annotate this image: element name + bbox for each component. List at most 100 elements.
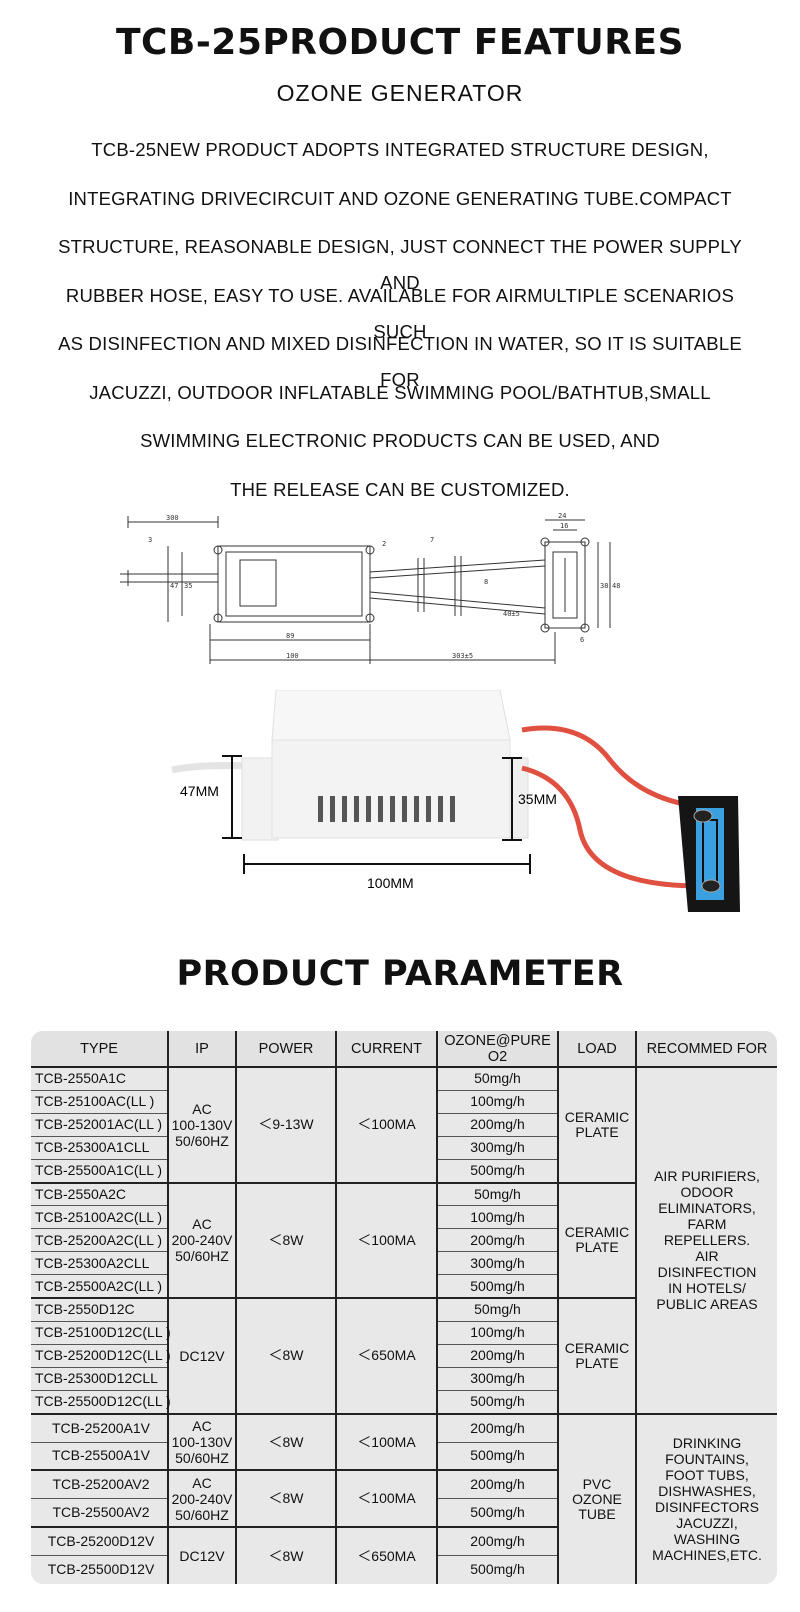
description-line: TCB-25NEW PRODUCT ADOPTS INTEGRATED STRU… [91, 139, 709, 160]
product-description: TCB-25NEW PRODUCT ADOPTS INTEGRATED STRU… [40, 132, 760, 520]
table-row: TCB-25500A1C(LL ) 500mg/h [31, 1159, 777, 1184]
ozone-cell: 200mg/h [437, 1470, 559, 1500]
table-row: TCB-25200D12C(LL )200mg/h [31, 1344, 777, 1368]
dim-label: 303±5 [452, 652, 473, 660]
section-title: PRODUCT PARAMETER [176, 954, 624, 994]
type-cell: TCB-25500A1C(LL ) [31, 1159, 169, 1184]
dim-label: 6 [580, 636, 584, 644]
table-row: TCB-25500A2C(LL )500mg/h [31, 1274, 777, 1300]
current-cell: ＜100MA [336, 1067, 438, 1184]
type-cell: TCB-25300D12CLL [31, 1367, 169, 1392]
ip-cell: DC12V [168, 1527, 237, 1584]
power-cell: ＜8W [236, 1470, 337, 1529]
ozone-cell: 200mg/h [437, 1527, 559, 1556]
ozone-cell: 100mg/h [437, 1090, 559, 1114]
ozone-cell: 500mg/h [437, 1498, 559, 1529]
ozone-cell: 200mg/h [437, 1113, 559, 1137]
table-row: TCB-25200D12V DC12V ＜8W ＜650MA 200mg/h [31, 1527, 777, 1584]
ozone-cell: 50mg/h [437, 1298, 559, 1322]
description-line: AS DISINFECTION AND MIXED DISINFECTION I… [58, 333, 742, 390]
ozone-cell: 300mg/h [437, 1367, 559, 1392]
description-line: JACUZZI, OUTDOOR INFLATABLE SWIMMING POO… [89, 381, 711, 403]
header-power: POWER [236, 1031, 337, 1068]
technical-drawing: 300 24 16 89 100 303±5 40±5 38 48 35 47 … [120, 512, 620, 664]
type-cell: TCB-25500A1V [31, 1442, 169, 1472]
page-title: TCB-25PRODUCT FEATURES [115, 22, 685, 63]
current-cell: ＜650MA [336, 1298, 438, 1415]
current-cell: ＜100MA [336, 1470, 438, 1529]
table-row: TCB-2550D12C DC12V ＜8W ＜650MA 50mg/h CER… [31, 1298, 777, 1415]
dim-label: 47 [170, 582, 178, 590]
type-cell: TCB-252001AC(LL ) [31, 1113, 169, 1137]
ozone-cell: 500mg/h [437, 1274, 559, 1300]
height-label: 47MM [180, 783, 219, 799]
page-subtitle: OZONE GENERATOR [276, 80, 524, 106]
table-row: TCB-252001AC(LL ) 200mg/h [31, 1113, 777, 1137]
table-row: TCB-25100A2C(LL ) 100mg/h [31, 1205, 777, 1230]
ozone-cell: 500mg/h [437, 1442, 559, 1472]
type-cell: TCB-25200AV2 [31, 1470, 169, 1500]
description-line: INTEGRATING DRIVECIRCUIT AND OZONE GENER… [68, 187, 732, 209]
type-cell: TCB-25500D12C(LL ) [31, 1390, 171, 1415]
table-row: TCB-25500D12V 500mg/h [31, 1555, 777, 1584]
ozone-cell: 500mg/h [437, 1159, 559, 1184]
header-ozone: OZONE@PURE O2 [437, 1031, 559, 1068]
type-cell: TCB-2550A1C [31, 1067, 169, 1091]
ozone-cell: 500mg/h [437, 1555, 559, 1584]
table-row: TCB-25500A1V 500mg/h [31, 1442, 777, 1472]
type-cell: TCB-25500D12V [31, 1555, 169, 1584]
depth-label: 35MM [518, 791, 557, 807]
header-recommend: RECOMMED FOR [636, 1031, 777, 1068]
dim-label: 48 [612, 582, 620, 590]
power-cell: ＜8W [236, 1182, 337, 1300]
header-type: TYPE [31, 1031, 169, 1068]
type-cell: TCB-25200A2C(LL ) [31, 1228, 169, 1253]
width-label: 100MM [367, 875, 414, 891]
description-line: RUBBER HOSE, EASY TO USE. AVAILABLE FOR … [65, 284, 735, 342]
description-line: STRUCTURE, REASONABLE DESIGN, JUST CONNE… [58, 236, 742, 293]
table-row: TCB-25100D12C(LL )100mg/h [31, 1321, 777, 1345]
dim-label: 2 [382, 540, 386, 548]
dim-label: 40±5 [503, 610, 520, 618]
ozone-cell: 50mg/h [437, 1182, 559, 1207]
type-cell: TCB-2550A2C [31, 1182, 169, 1207]
ozone-cell: 50mg/h [437, 1067, 559, 1091]
power-cell: ＜8W [236, 1413, 337, 1472]
description-line: THE RELEASE CAN BE CUSTOMIZED. [230, 478, 570, 500]
type-cell: TCB-25300A2CLL [31, 1251, 169, 1276]
product-illustration: 47MM 35MM 100MM [171, 690, 740, 912]
description-line: SWIMMING ELECTRONIC PRODUCTS CAN BE USED… [140, 430, 660, 451]
current-cell: ＜650MA [336, 1527, 438, 1584]
dim-label: 24 [558, 512, 566, 520]
type-cell: TCB-25300A1CLL [31, 1136, 169, 1160]
ozone-cell: 500mg/h [437, 1390, 559, 1415]
type-cell: TCB-2550D12C [31, 1298, 169, 1322]
dim-label: 89 [286, 632, 294, 640]
ozone-cell: 200mg/h [437, 1228, 559, 1253]
ozone-cell: 100mg/h [437, 1321, 559, 1345]
ozone-cell: 200mg/h [437, 1413, 559, 1443]
dim-label: 300 [166, 514, 179, 522]
table-row: TCB-25100AC(LL )100mg/h [31, 1090, 777, 1114]
ozone-cell: 100mg/h [437, 1205, 559, 1230]
type-cell: TCB-25100A2C(LL ) [31, 1205, 169, 1230]
ip-cell: DC12V [168, 1298, 237, 1415]
table-row: TCB-25300D12CLL 300mg/h [31, 1367, 777, 1392]
header-current: CURRENT [336, 1031, 438, 1068]
dim-label: 8 [484, 578, 488, 586]
ozone-cell: 200mg/h [437, 1344, 559, 1368]
dim-label: 100 [286, 652, 299, 660]
